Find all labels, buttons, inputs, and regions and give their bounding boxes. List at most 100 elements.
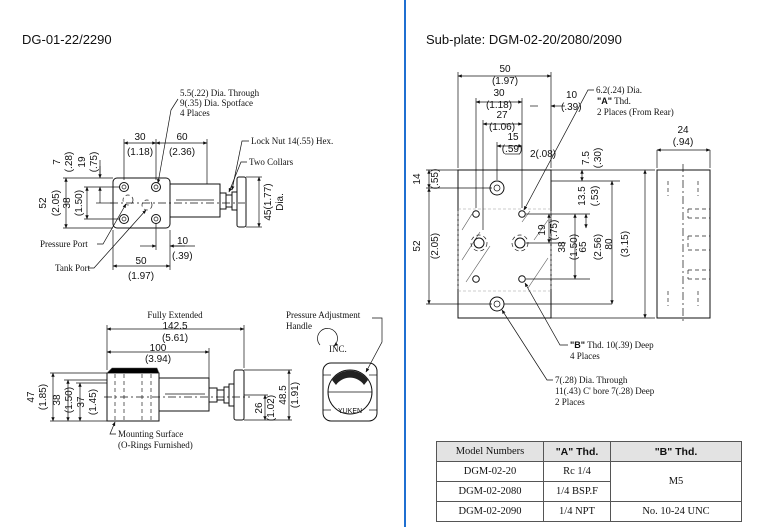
right-title: Sub-plate: DGM-02-20/2080/2090: [426, 32, 622, 47]
callout-c-line1: 7(.28) Dia. Through: [555, 375, 628, 385]
dim-100: 100: [150, 343, 167, 354]
callout-a-bold: "A": [597, 96, 612, 106]
table-row: DGM-02-20 Rc 1/4 M5: [436, 461, 742, 502]
dim-10: 10: [177, 236, 189, 247]
dim-50: 50: [135, 256, 147, 267]
dim-60: 60: [176, 132, 188, 143]
valve-side-view: [104, 367, 250, 422]
dim-d15: 15: [507, 132, 519, 143]
dim-d27-in: (1.06): [489, 122, 515, 133]
dim-d7-5: 7.5: [581, 151, 592, 165]
valve-top-view: [110, 176, 247, 229]
dim-d24-in: (.94): [673, 137, 694, 148]
dim-d38: 38: [557, 241, 568, 253]
brand-label: YUKEN: [338, 408, 362, 415]
dim-52: 52: [38, 197, 49, 209]
callout-c-line3: 2 Places: [555, 397, 585, 407]
header-a-thd: "A" Thd.: [543, 441, 611, 462]
callout-b-bold: "B": [570, 340, 585, 350]
dim-d50-in: (1.97): [492, 76, 518, 87]
dim-38-in: (1.50): [74, 190, 85, 216]
top-dims: [63, 139, 262, 270]
dim-d10-in: (.39): [561, 102, 582, 113]
callout-b-rest: Thd. 10(.39) Deep: [585, 340, 654, 350]
dim-d13-5-in: (.53): [590, 186, 601, 207]
dim-26: 26: [254, 402, 265, 414]
model-thread-table: Model Numbers "A" Thd. "B" Thd. DGM-02-2…: [436, 441, 742, 522]
dim-50-in: (1.97): [128, 271, 154, 282]
dim-d27: 27: [496, 110, 508, 121]
dim-d65-in: (2.56): [593, 234, 604, 260]
header-model-numbers: Model Numbers: [436, 441, 544, 462]
dim-48-in: (1.91): [290, 382, 301, 408]
cell-a-thd: Rc 1/4: [543, 461, 611, 482]
dim-d7-5-in: (.30): [593, 148, 604, 169]
cell-model: DGM-02-2080: [436, 481, 544, 502]
dim-d14-in: (.55): [430, 169, 441, 190]
spotface-callout-1: 5.5(.22) Dia. Through: [180, 88, 260, 98]
dim-d19-in: (.75): [549, 220, 560, 241]
pressure-adjustment-label: Pressure Adjustment: [286, 310, 361, 320]
cell-model: DGM-02-20: [436, 461, 544, 482]
dim-100-in: (3.94): [145, 354, 171, 365]
callout-a-line3: 2 Places (From Rear): [597, 107, 674, 117]
callout-a-line2: "A" Thd.: [597, 96, 631, 106]
spotface-callout-2: 9(.35) Dia. Spotface: [180, 98, 253, 108]
dim-d2: 2(.08): [530, 149, 556, 160]
inc-label: INC.: [329, 344, 347, 354]
dim-19: 19: [77, 156, 88, 168]
dim-d30-in: (1.18): [486, 100, 512, 111]
cell-a-thd: 1/4 NPT: [543, 501, 611, 522]
callout-a-line1: 6.2(.24) Dia.: [596, 85, 642, 95]
dim-d19: 19: [537, 224, 548, 236]
dim-47-in: (1.85): [38, 384, 49, 410]
cell-model: DGM-02-2090: [436, 501, 544, 522]
dim-7: 7: [52, 159, 63, 165]
dim-37-in: (1.45): [88, 389, 99, 415]
side-dims: [50, 325, 292, 422]
dim-d24: 24: [677, 125, 689, 136]
dim-d15-in: (.59): [502, 144, 523, 155]
mounting-surface-label: Mounting Surface: [118, 429, 183, 439]
dim-7-in: (.28): [64, 152, 75, 173]
dim-37: 37: [76, 396, 87, 408]
dim-38-side-in: (1.50): [64, 387, 75, 413]
spotface-callout-3: 4 Places: [180, 108, 210, 118]
cell-a-thd: 1/4 BSP.F: [543, 481, 611, 502]
lock-nut-label: Lock Nut 14(.55) Hex.: [251, 136, 333, 146]
table-header-row: Model Numbers "A" Thd. "B" Thd.: [436, 441, 742, 462]
dim-60-in: (2.36): [169, 147, 195, 158]
two-collars-label: Two Collars: [249, 157, 294, 167]
dim-48: 48.5: [278, 385, 289, 405]
handle-label: Handle: [286, 321, 312, 331]
dim-10-in: (.39): [172, 251, 193, 262]
dim-d10: 10: [566, 90, 578, 101]
callout-b-line2: 4 Places: [570, 351, 600, 361]
subplate-front-view: [457, 169, 552, 319]
header-b-thd: "B" Thd.: [610, 441, 742, 462]
dim-45: 45(1.77): [263, 183, 274, 220]
dim-d50: 50: [499, 64, 511, 75]
handle-end-view: [322, 362, 378, 422]
subplate-dims: [426, 72, 711, 319]
dim-d65: 65: [578, 241, 589, 253]
dim-d14: 14: [412, 173, 423, 185]
cell-b-thd-merged: M5: [610, 461, 742, 502]
dim-142: 142.5: [162, 321, 187, 332]
callout-a-rest: Thd.: [612, 96, 631, 106]
dim-19-in: (.75): [89, 152, 100, 173]
table-row: DGM-02-2080 1/4 BSP.F: [436, 481, 742, 502]
callout-c-line2: 11(.43) C' bore 7(.28) Deep: [555, 386, 655, 396]
dim-30-in: (1.18): [127, 147, 153, 158]
o-rings-label: (O-Rings Furnished): [118, 440, 193, 450]
dim-d80-in: (3.15): [620, 231, 631, 257]
cell-b-thd: No. 10-24 UNC: [610, 501, 742, 522]
dim-d52: 52: [412, 240, 423, 252]
dim-47: 47: [26, 391, 37, 403]
tank-port-label: Tank Port: [55, 263, 91, 273]
left-title: DG-01-22/2290: [22, 32, 112, 47]
dim-d80: 80: [604, 238, 615, 250]
callout-b-line1: "B" Thd. 10(.39) Deep: [570, 340, 654, 350]
dim-d30: 30: [493, 88, 505, 99]
